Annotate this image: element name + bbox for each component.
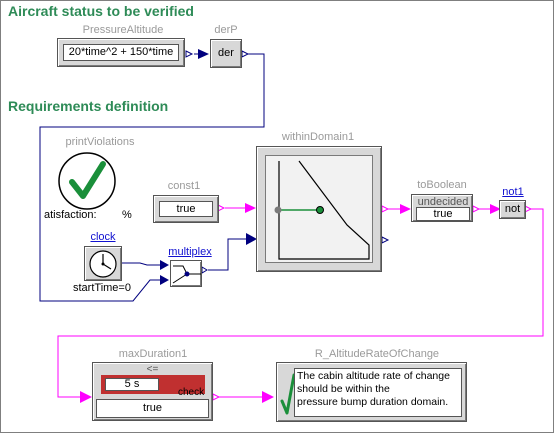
multiplex-icon [172,265,201,284]
port-der-output [241,50,250,58]
arrow-to-not [490,204,501,214]
check-mark-icon [69,161,106,199]
derp-name: derP [214,24,238,36]
pressure-altitude-block[interactable]: 20*time^2 + 150*time [57,38,185,67]
to-boolean-block[interactable]: undecided true [411,194,473,222]
requirement-text-line1: The cabin altitude rate of change [297,370,450,382]
const1-block[interactable]: true [153,195,219,223]
heading-aircraft-status: Aircraft status to be verified [8,3,194,19]
wire-not-to-maxduration[interactable] [57,208,544,398]
clock-block[interactable] [84,246,122,281]
requirement-text-box: The cabin altitude rate of change should… [294,368,462,417]
max-duration-name: maxDuration1 [118,348,188,360]
port-check-output [212,393,221,401]
port-domain-output-2 [381,236,390,244]
arrow-multiplex-in2 [160,275,169,285]
within-domain-name: withinDomain1 [281,131,355,143]
max-duration-value: true [96,399,209,418]
to-boolean-state: undecided [417,196,469,208]
arrow-domain-input [246,233,257,245]
max-duration-bar: 5 s [101,375,205,394]
requirement-text-line3: pressure bump duration domain. [297,396,449,408]
not-block[interactable]: not [499,200,526,219]
arrow-to-boolean [400,204,411,214]
port-boolean-output [472,205,481,213]
to-boolean-name: toBoolean [417,179,467,191]
pressure-altitude-name: PressureAltitude [82,24,164,36]
wire-clock-to-multiplex[interactable] [122,262,168,266]
multiplex-name[interactable]: multiplex [168,246,212,258]
to-boolean-value: true [416,207,470,221]
max-duration-operator: <= [146,364,159,375]
not1-name[interactable]: not1 [502,186,524,198]
port-domain-output [381,205,390,213]
arrow-multiplex-in1 [160,260,169,270]
const1-name: const1 [167,180,201,192]
wire-der-loop[interactable] [39,53,265,302]
clock-start-time: startTime=0 [73,282,131,294]
max-duration-block[interactable]: <= 5 s check true [92,362,213,421]
domain-plot [265,155,373,263]
heading-requirements: Requirements definition [8,98,169,114]
arrow-requirement-input [262,391,274,403]
satisfaction-label: atisfaction: [44,209,97,221]
arrow-const-to-domain [245,203,256,213]
domain-current-point [316,206,324,214]
max-duration-duration: 5 s [105,378,159,391]
pressure-altitude-expression: 20*time^2 + 150*time [63,44,179,61]
multiplex-block[interactable] [170,260,202,287]
wire-multiplex-to-domain[interactable] [208,238,250,271]
const1-value: true [159,201,213,217]
arrow-der-input [198,49,209,59]
requirement-text-line2: should be within the [297,383,390,395]
within-domain-block[interactable] [256,146,382,272]
requirement-block[interactable]: The cabin altitude rate of change should… [276,362,467,422]
der-block[interactable]: der [210,39,242,68]
print-violations-block[interactable] [56,150,118,212]
max-duration-check-label: check [178,387,205,398]
port-pressure-output [185,50,194,58]
arrow-maxduration-input [80,391,92,403]
print-violations-circle [58,152,116,210]
clock-icon [89,250,117,278]
clock-name[interactable]: clock [90,231,116,243]
domain-boundary [278,160,370,260]
requirement-name: R_AltitudeRateOfChange [314,348,440,360]
requirement-check-icon [280,373,296,415]
port-multiplex-output [201,266,208,274]
print-violations-name: printViolations [65,136,135,148]
domain-start-point [274,206,282,214]
satisfaction-percent: % [122,209,132,221]
